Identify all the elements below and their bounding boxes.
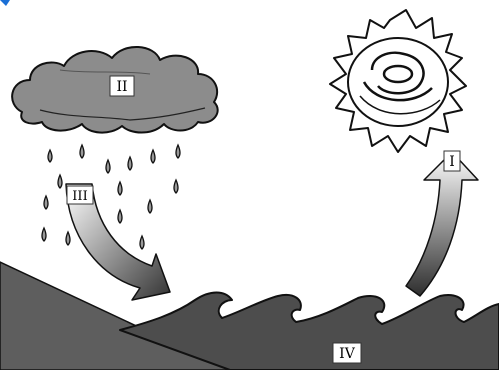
label-water: IV <box>339 346 356 362</box>
rain-drop <box>128 157 132 170</box>
rain-drop <box>118 210 122 223</box>
arrow-up-i <box>406 152 478 296</box>
rain-drop <box>44 196 48 209</box>
label-ii-group: II <box>110 76 134 96</box>
rain-drop <box>148 200 152 213</box>
rain-drop <box>174 180 178 193</box>
rain-drop <box>42 228 46 241</box>
label-cloud: II <box>116 79 127 95</box>
label-iv-group: IV <box>333 343 361 363</box>
label-iii-group: III <box>67 186 93 204</box>
label-i-group: I <box>444 151 460 171</box>
rain-drop <box>106 160 110 173</box>
rain-drop <box>140 236 144 249</box>
rain-drop <box>58 175 62 188</box>
rain-drop <box>176 145 180 158</box>
label-arrow-down: III <box>72 189 87 204</box>
rain-drop <box>151 150 155 163</box>
label-arrow-up: I <box>449 154 455 170</box>
top-left-fragment <box>0 0 10 6</box>
rain-drop <box>48 150 52 162</box>
rain-drop <box>80 145 84 158</box>
rain-drop <box>66 232 70 245</box>
rain-drop <box>118 182 122 195</box>
sun <box>330 10 466 152</box>
